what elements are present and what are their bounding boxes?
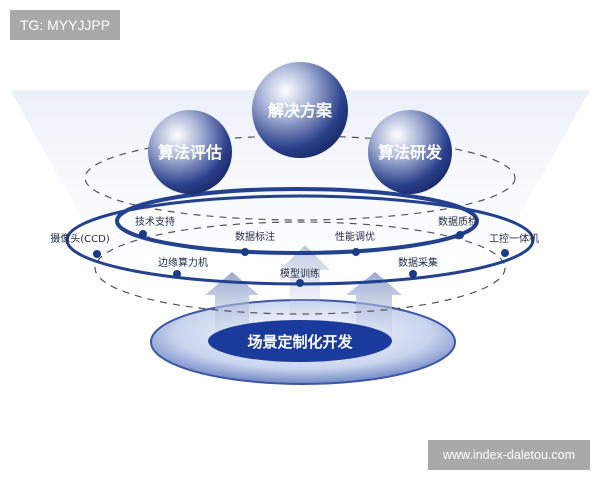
sphere-label: 算法评估 — [158, 143, 222, 162]
node-dot — [352, 248, 360, 256]
outer-label: 边缘算力机 — [158, 256, 208, 269]
outer-dots — [93, 249, 509, 287]
outer-label: 模型训练 — [280, 267, 320, 280]
sphere-label: 算法研发 — [378, 143, 443, 162]
dashed-ring-lower — [94, 221, 506, 315]
sphere-left: 算法评估 — [148, 110, 232, 194]
arrow-up-icon — [346, 272, 402, 340]
inner-label: 数据标注 — [235, 230, 275, 243]
inner-dots — [139, 230, 464, 256]
node-dot — [241, 248, 249, 256]
base-label-pill — [208, 320, 392, 362]
base-label: 场景定制化开发 — [247, 333, 353, 351]
inner-label: 技术支持 — [135, 215, 175, 228]
sphere — [148, 110, 232, 194]
arrow-up-icon — [205, 272, 259, 340]
sphere — [252, 62, 348, 158]
node-dot — [296, 279, 304, 287]
node-dot — [501, 249, 509, 257]
inner-label: 数据质检 — [438, 215, 478, 228]
outer-label: 摄像头(CCD) — [50, 232, 110, 245]
watermark-bottom-right: www.index-daletou.com — [428, 440, 590, 470]
node-dot — [456, 231, 464, 239]
node-dot — [173, 270, 181, 278]
node-dot — [93, 250, 101, 258]
inner-ring — [115, 187, 479, 255]
inner-label: 性能调优 — [335, 230, 375, 243]
node-dot — [409, 270, 417, 278]
sphere-label: 解决方案 — [268, 101, 333, 120]
sphere-center: 解决方案 — [252, 62, 348, 158]
outer-label: 数据采集 — [398, 256, 438, 269]
node-dot — [139, 230, 147, 238]
watermark-top-left: TG: MYYJJPP — [10, 10, 120, 40]
outer-label: 工控一体机 — [489, 232, 539, 245]
sphere-right: 算法研发 — [368, 110, 452, 194]
sphere — [368, 110, 452, 194]
